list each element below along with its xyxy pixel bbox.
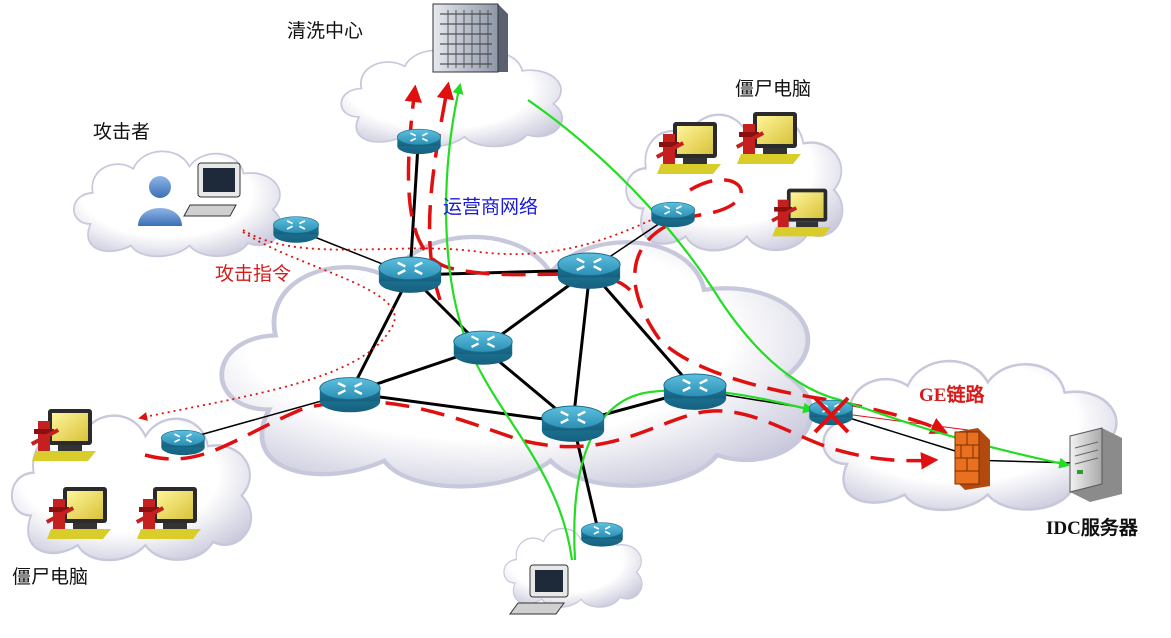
attack-command-label: 攻击指令 [215,263,292,285]
idc-server-icon [1069,427,1122,502]
firewall-icon [954,428,990,490]
zombie-computer-icon [655,122,721,174]
router-icon [396,128,442,156]
attacker-label: 攻击者 [93,121,151,143]
computer-icon [183,162,241,217]
router-icon [662,372,728,412]
router-icon [272,215,320,244]
zombie-bottom-left-label: 僵尸电脑 [12,566,89,588]
zombie-computer-icon [735,112,801,164]
blocked-x-icon [813,396,850,434]
carrier-network-label: 运营商网络 [443,196,539,218]
attacker-cloud [72,150,282,258]
router-icon [160,429,206,457]
server-rack-icon [432,3,508,73]
zombie-computer-icon [30,409,97,461]
idc-server-label: IDC服务器 [1046,518,1138,539]
scrubbing-center-label: 清洗中心 [287,20,364,42]
computer-icon [509,564,569,615]
router-icon [650,201,696,229]
ge-link-label: GE链路 [919,385,985,406]
attack-command-path [138,211,670,421]
router-icon [556,251,622,291]
router-icon [580,521,624,548]
zombie-top-right-label: 僵尸电脑 [735,78,812,100]
router-icon [540,404,606,444]
router-icon [318,376,382,414]
router-icon [452,329,514,367]
router-icon [377,255,443,295]
user-icon [138,176,182,226]
